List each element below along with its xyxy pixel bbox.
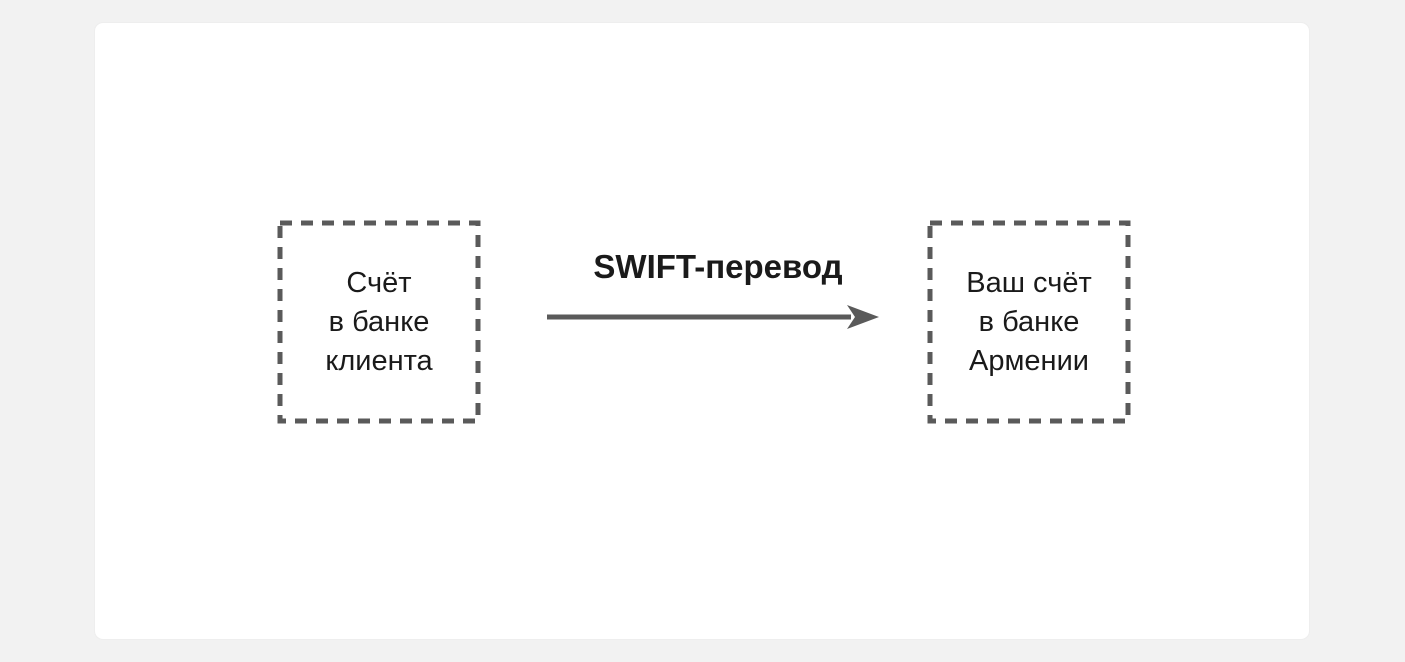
arrow-right-icon — [547, 305, 879, 329]
source-node-line-1: Счёт — [346, 266, 412, 299]
source-node-dashed-frame — [277, 220, 481, 424]
target-account-node: Ваш счёт в банке Армении — [927, 220, 1131, 424]
target-node-line-3: Армении — [969, 344, 1089, 377]
target-node-line-1: Ваш счёт — [966, 266, 1092, 299]
target-node-dashed-frame — [927, 220, 1131, 424]
source-account-node: Счёт в банке клиента — [277, 220, 481, 424]
source-node-line-3: клиента — [325, 344, 433, 377]
source-node-line-2: в банке — [328, 305, 430, 338]
source-node-label: Счёт в банке клиента — [325, 264, 432, 381]
target-node-label: Ваш счёт в банке Армении — [966, 264, 1092, 381]
edge-label: SWIFT-перевод — [593, 248, 843, 285]
diagram-card: Счёт в банке клиента SWIFT-перевод Ваш с… — [95, 23, 1309, 639]
target-node-line-2: в банке — [978, 305, 1080, 338]
